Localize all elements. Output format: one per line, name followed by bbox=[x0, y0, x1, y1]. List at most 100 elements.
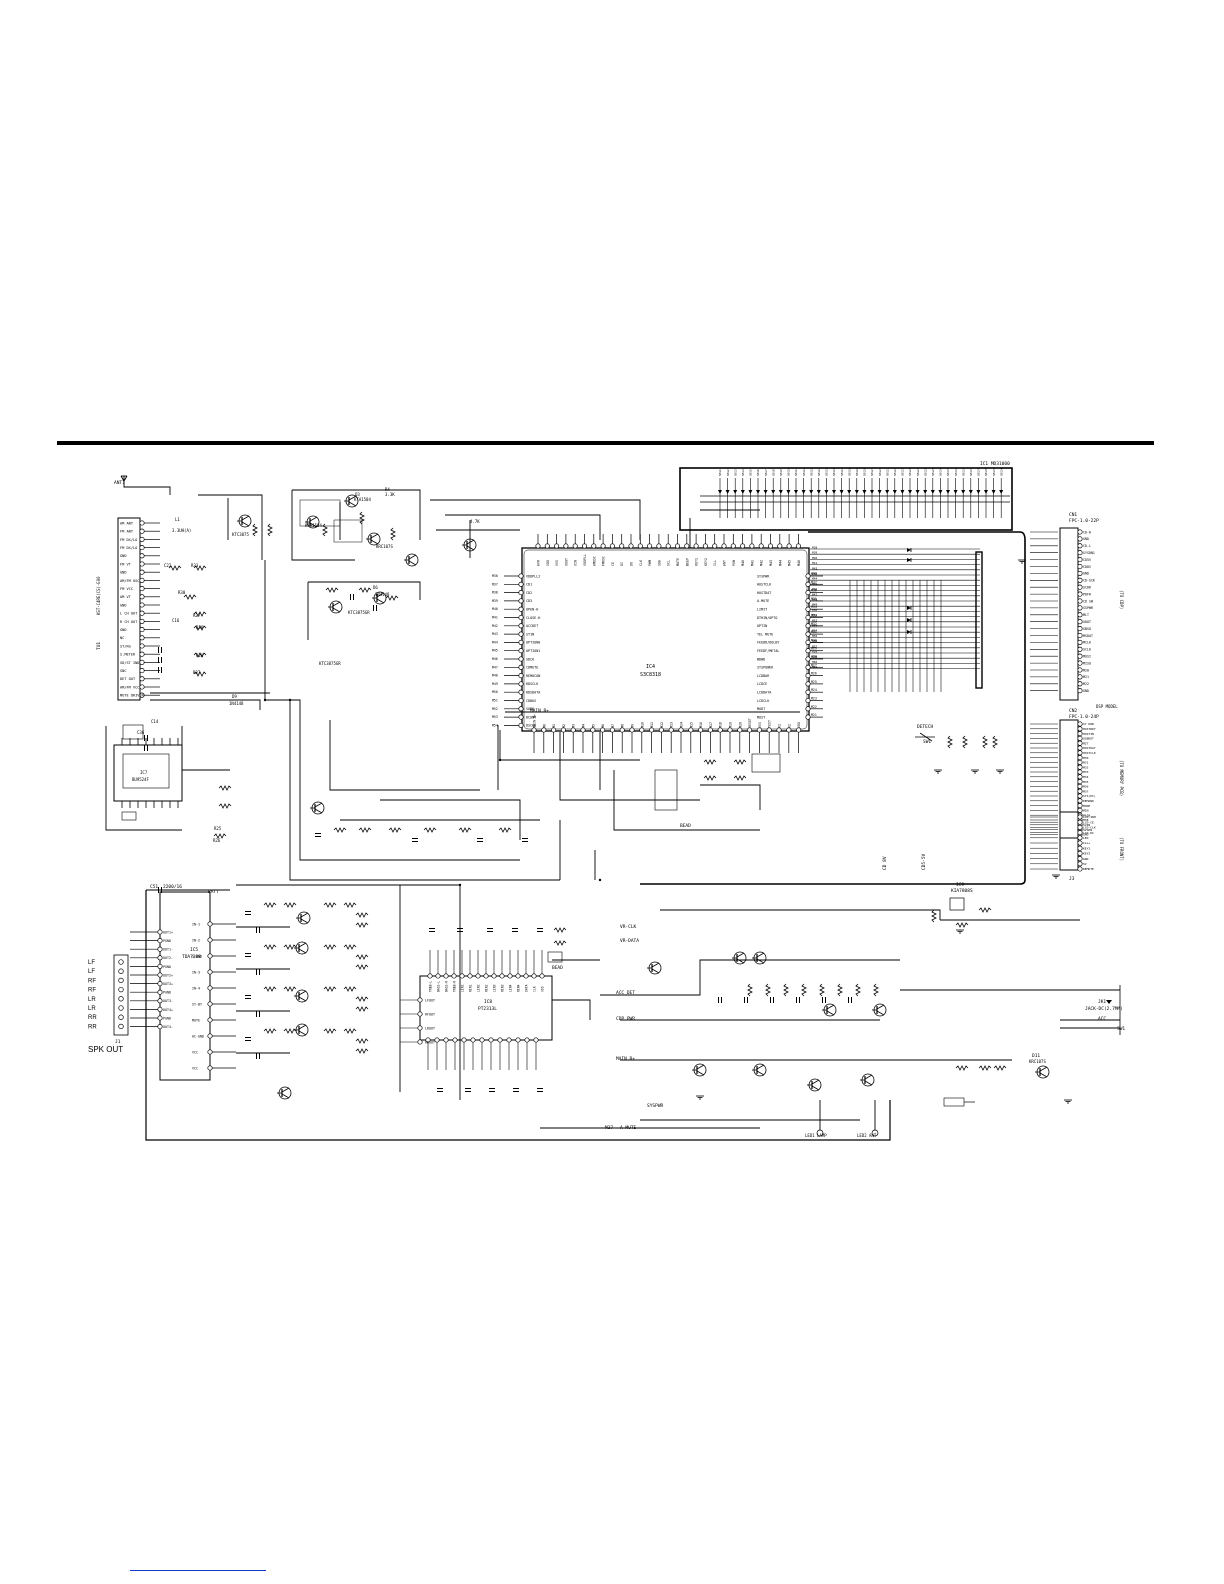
pin bbox=[207, 969, 213, 975]
wire bbox=[651, 968, 660, 974]
lcd-seg-pin: SEG18 bbox=[847, 467, 851, 476]
pin bbox=[1077, 674, 1083, 680]
pin bbox=[1077, 563, 1083, 570]
pin bbox=[452, 1037, 458, 1043]
j3-pin-label: ILL+ bbox=[1083, 841, 1090, 845]
pin bbox=[507, 973, 513, 979]
tuner-pin-label: S.METER bbox=[120, 653, 136, 657]
pin bbox=[523, 973, 529, 979]
ic4-right-pin: LCDBAR bbox=[757, 674, 770, 678]
pin bbox=[139, 594, 145, 600]
ic5-pin-label: OUT1- bbox=[163, 948, 173, 952]
pin bbox=[581, 543, 588, 549]
ic4-left-pin: CD2 bbox=[526, 591, 532, 595]
speaker-output-label: LR bbox=[88, 997, 96, 1003]
pin bbox=[658, 727, 664, 733]
ic4-top-pin: PWM bbox=[648, 560, 652, 566]
lcd-seg-pin: SEG22 bbox=[878, 467, 882, 476]
resistor bbox=[765, 983, 771, 997]
lcd-seg-pin: SEG9 bbox=[779, 469, 783, 476]
ic4-top-pin: DI bbox=[620, 562, 624, 566]
pin bbox=[139, 684, 145, 690]
pin bbox=[434, 1037, 440, 1043]
ic5-pin-label: S-GND bbox=[192, 954, 202, 958]
pin bbox=[518, 681, 524, 687]
ic4-bottom-pin: M13 bbox=[670, 722, 674, 728]
cn1-pin-label: CD-R bbox=[1083, 530, 1091, 534]
transistor bbox=[329, 600, 343, 614]
pin bbox=[467, 973, 473, 979]
wire bbox=[241, 521, 250, 527]
pin bbox=[157, 1015, 163, 1021]
pin bbox=[1077, 584, 1083, 590]
speaker-terminal bbox=[118, 1005, 124, 1011]
pin bbox=[518, 623, 524, 629]
pin bbox=[805, 590, 811, 596]
pin bbox=[207, 1017, 213, 1023]
cn1-pin-label: CD SW bbox=[1083, 599, 1093, 603]
ic4-bottom-pin: M4 bbox=[582, 724, 586, 728]
bus-label: M48 bbox=[812, 598, 817, 602]
transistor bbox=[295, 941, 309, 955]
resistor bbox=[218, 785, 232, 791]
pin bbox=[531, 973, 537, 979]
wire bbox=[281, 1087, 290, 1093]
transistor bbox=[733, 951, 747, 965]
ic4-bottom-pin: M11 bbox=[650, 722, 654, 728]
cn2-pin-label: USBDET bbox=[1083, 737, 1094, 741]
resistor bbox=[218, 803, 232, 809]
component-layer bbox=[113, 467, 1112, 1137]
ic8-pin-label: RROUT bbox=[425, 1040, 435, 1044]
tuner-pin-label: GND bbox=[120, 603, 127, 607]
cn2-pin-label: MAIN bbox=[1083, 813, 1090, 817]
bus-label: M50 bbox=[812, 608, 817, 612]
ic5-pin-label: PGND bbox=[163, 991, 171, 995]
ic4-right-net: M22 bbox=[811, 705, 817, 709]
ic4-bottom-pin: RESET bbox=[748, 718, 752, 728]
pin bbox=[1077, 557, 1083, 563]
wire bbox=[332, 601, 341, 607]
pin bbox=[1077, 798, 1083, 804]
tuner-pin-label: GND bbox=[120, 554, 127, 558]
ic4-left-net: M50 bbox=[492, 690, 498, 694]
wire bbox=[876, 1010, 885, 1016]
ic4-right-pin: DTHIN/OPTO bbox=[757, 616, 777, 620]
footer-link-underline[interactable] bbox=[130, 1570, 266, 1571]
ic8-pin-label: RIN4 bbox=[516, 984, 520, 992]
resistor bbox=[355, 954, 369, 960]
lcd-seg-pin: SEG16 bbox=[832, 467, 836, 476]
pin bbox=[795, 543, 801, 549]
pin bbox=[1077, 783, 1083, 789]
pin bbox=[1077, 646, 1083, 652]
lcd-seg-pin: SEG13 bbox=[809, 467, 813, 476]
pin bbox=[1077, 605, 1083, 611]
resistor bbox=[978, 907, 992, 913]
wire bbox=[466, 539, 475, 545]
pin bbox=[590, 727, 596, 733]
diode bbox=[733, 490, 738, 494]
pin bbox=[1077, 769, 1083, 775]
resistor bbox=[992, 735, 998, 749]
resistor bbox=[263, 944, 277, 950]
lcd-seg-pin: SEG33 bbox=[961, 467, 965, 476]
cn2-pin-label: M36 bbox=[1083, 785, 1089, 789]
ic5-pin-label: IN-2 bbox=[192, 938, 200, 942]
lcd-seg-pin: SEG19 bbox=[855, 467, 859, 476]
ic4-right-pin: OPTIN bbox=[757, 624, 767, 628]
pin bbox=[157, 929, 163, 935]
cn2-pin-label: SYS(PC) bbox=[1083, 794, 1096, 798]
speaker-terminal bbox=[118, 977, 124, 984]
pin bbox=[427, 973, 433, 979]
ic4-left-pin: CLOSE-H bbox=[526, 616, 540, 620]
bus-label: M38 bbox=[812, 546, 817, 550]
ic5-pin-label: AC-GND bbox=[192, 1034, 204, 1038]
pin bbox=[1077, 536, 1083, 542]
ic5-pin-label: OUT3+ bbox=[163, 982, 173, 986]
lcd-seg-pin: SEG26 bbox=[908, 467, 912, 476]
pin bbox=[207, 1065, 213, 1071]
cn1-pin-label: SCLK bbox=[1083, 648, 1091, 652]
ic4-left-net: M44 bbox=[492, 640, 498, 644]
pin bbox=[491, 973, 497, 979]
pin bbox=[1077, 861, 1083, 867]
tuner-pin-label: SD/ST IND bbox=[120, 661, 139, 665]
